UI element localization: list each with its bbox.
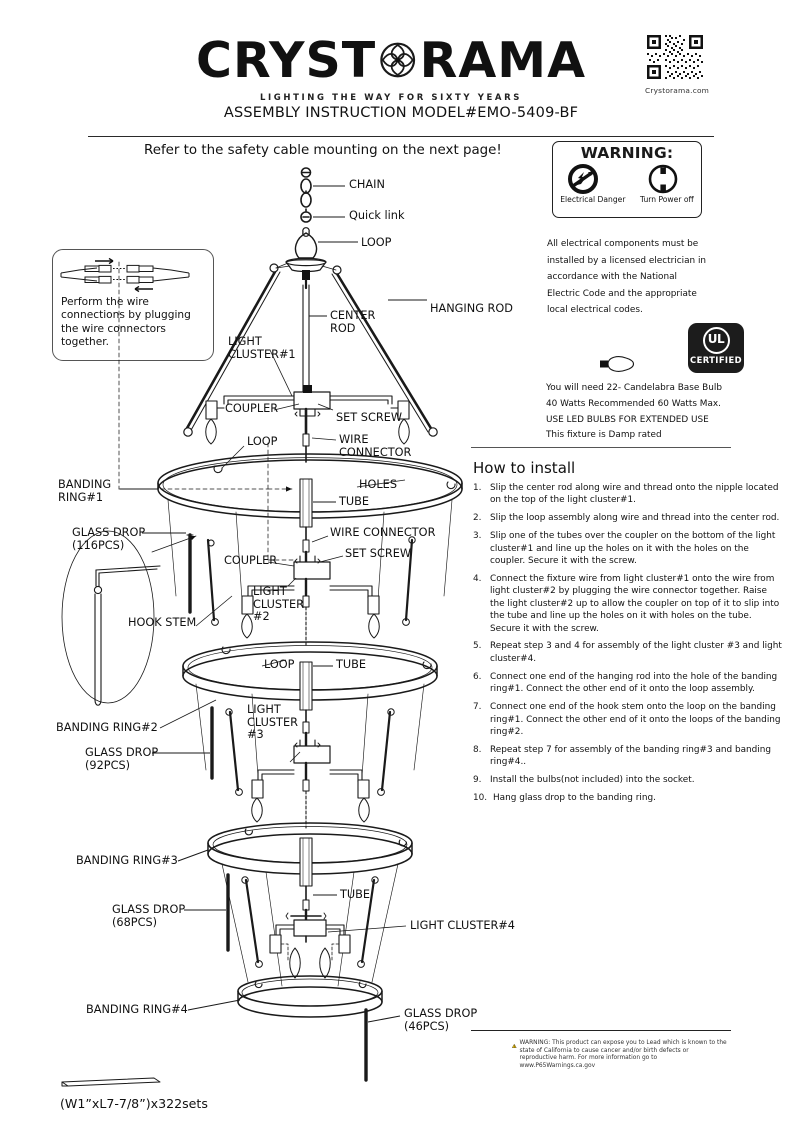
label-coupler-2: COUPLER	[224, 554, 278, 567]
bulb-specification: You will need 22- Candelabra Base Bulb 4…	[546, 381, 746, 444]
label-tube-1: TUBE	[339, 495, 370, 508]
crystorama-emblem-icon	[380, 42, 416, 78]
label-loop-ring2: LOOP	[264, 658, 295, 671]
list-item: 1. Slip the center rod along wire and thr…	[473, 482, 783, 507]
brand-logo: CRYST RAMA LIGHTING THE WAY FOR SIXTY YE…	[196, 31, 586, 104]
label-glass-drop-3: GLASS DROP (68PCS)	[112, 903, 186, 929]
label-set-screw-1: SET SCREW	[336, 411, 403, 424]
ul-mark: UL	[702, 327, 730, 354]
step-text: Connect one end of the hanging rod into …	[490, 671, 778, 695]
warning-title: WARNING:	[580, 144, 674, 162]
label-chain: CHAIN	[349, 178, 385, 191]
model-number-line: ASSEMBLY INSTRUCTION MODEL#EMO-5409-BF	[223, 105, 579, 121]
label-hook-stem: HOOK STEM	[128, 616, 197, 629]
list-item: 5. Repeat step 3 and 4 for assembly of th…	[473, 640, 783, 665]
bulb-spec-line-1: You will need 22- Candelabra Base Bulb	[546, 383, 722, 393]
label-wire-connector-1: WIRE CONNECTOR	[339, 433, 412, 459]
label-coupler-1: COUPLER	[225, 402, 279, 415]
step-text: Slip the loop assembly along wire and th…	[490, 513, 780, 524]
turn-power-off-icon	[648, 164, 678, 194]
label-tube-3: TUBE	[340, 888, 371, 901]
bulb-spec-line-4: This fixture is Damp rated	[546, 430, 662, 441]
step-number: 6.	[473, 671, 482, 682]
electrical-warning-paragraph: All electrical components must be instal…	[547, 239, 707, 315]
ul-label: CERTIFIED	[690, 355, 742, 365]
label-banding-ring-4: BANDING RING#4	[86, 1003, 188, 1016]
step-text: Connect one end of the hook stem onto th…	[490, 702, 781, 737]
label-hanging-rod: HANGING ROD	[430, 302, 513, 315]
label-glass-drop-1: GLASS DROP (116PCS)	[72, 526, 146, 552]
step-number: 8.	[473, 744, 482, 755]
step-number: 5.	[473, 641, 482, 652]
step-number: 1.	[473, 483, 482, 493]
step-text: Hang glass drop to the banding ring.	[493, 793, 656, 804]
header-divider	[88, 136, 714, 137]
glass-drop-dimensions: (W1”xL7-7/8”)x322sets	[60, 1096, 208, 1111]
bulb-spec-line-3: USE LED BULBS FOR EXTENDED USE	[546, 414, 709, 425]
list-item: 9. Install the bulbs(not included) into t…	[473, 774, 783, 786]
footer-divider	[471, 1030, 731, 1031]
label-light-cluster-3: LIGHT CLUSTER #3	[247, 703, 298, 742]
brand-tagline: LIGHTING THE WAY FOR SIXTY YEARS	[260, 93, 522, 103]
step-number: 3.	[473, 531, 482, 542]
step-text: Repeat step 7 for assembly of the bandin…	[490, 744, 772, 768]
safety-cable-note: Refer to the safety cable mounting on th…	[144, 143, 502, 158]
step-text: Connect the fixture wire from light clus…	[490, 573, 780, 634]
label-set-screw-2: SET SCREW	[345, 547, 412, 560]
label-wire-connector-2: WIRE CONNECTOR	[330, 526, 436, 539]
brand-text-left: CRYST	[196, 31, 377, 89]
step-number: 4.	[473, 573, 482, 584]
list-item: 4. Connect the fixture wire from light cl…	[473, 573, 783, 635]
instructions-divider	[471, 447, 731, 448]
label-banding-ring-3: BANDING RING#3	[76, 854, 178, 867]
installation-steps-list: 1. Slip the center rod along wire and thr…	[473, 482, 783, 810]
qr-caption: Crystorama.com	[645, 86, 710, 95]
label-light-cluster-2: LIGHT CLUSTER #2	[253, 585, 304, 624]
qr-code-block: Crystorama.com	[645, 33, 710, 95]
label-center-rod: CENTER ROD	[330, 309, 376, 335]
list-item: 6. Connect one end of the hanging rod int…	[473, 671, 783, 696]
step-number: 7.	[473, 702, 482, 713]
step-text: Slip the center rod along wire and threa…	[490, 483, 779, 506]
ul-certified-icon: UL CERTIFIED	[688, 323, 744, 373]
label-light-cluster-1: LIGHT CLUSTER#1	[228, 335, 296, 361]
brand-text-right: RAMA	[419, 31, 586, 89]
label-glass-drop-2: GLASS DROP (92PCS)	[85, 746, 159, 772]
step-text: Install the bulbs(not included) into the…	[490, 775, 695, 786]
label-banding-ring-2: BANDING RING#2	[56, 721, 158, 734]
step-text: Repeat step 3 and 4 for assembly of the …	[490, 641, 782, 664]
list-item: 3. Slip one of the tubes over the coupler…	[473, 530, 783, 567]
list-item: 8. Repeat step 7 for assembly of the band…	[473, 744, 783, 769]
label-quick-link: Quick link	[349, 209, 405, 222]
label-loop-top: LOOP	[361, 236, 392, 249]
prop65-warning: WARNING: This product can expose you to …	[512, 1040, 727, 1070]
label-banding-ring-1: BANDING RING#1	[58, 478, 112, 504]
label-holes: HOLES	[359, 478, 397, 491]
wire-connection-callout: Perform the wire connections by plugging…	[52, 249, 214, 361]
warning-box: WARNING: Electrical Danger Turn Power of…	[552, 141, 702, 218]
list-item: 7. Connect one end of the hook stem onto …	[473, 701, 783, 738]
how-to-install-title: How to install	[473, 459, 576, 477]
label-glass-drop-4: GLASS DROP (46PCS)	[404, 1007, 478, 1033]
prop65-text: WARNING: This product can expose you to …	[519, 1040, 727, 1069]
step-number: 9.	[473, 775, 482, 786]
qr-code-icon	[645, 33, 705, 85]
candelabra-bulb-icon	[600, 356, 635, 372]
no-electrical-danger-icon	[568, 164, 599, 194]
list-item: 10. Hang glass drop to the banding ring.	[473, 792, 783, 804]
warning-triangle-icon	[512, 1043, 517, 1048]
label-loop-ring1: LOOP	[247, 435, 278, 448]
step-text: Slip one of the tubes over the coupler o…	[490, 531, 776, 567]
step-number: 2.	[473, 513, 482, 524]
label-light-cluster-4: LIGHT CLUSTER#4	[410, 919, 515, 932]
warning-caption-right: Turn Power off	[639, 195, 694, 204]
wire-connector-pair-icon	[60, 257, 190, 293]
wire-callout-text: Perform the wire connections by plugging…	[61, 296, 191, 349]
list-item: 2. Slip the loop assembly along wire and …	[473, 512, 783, 524]
step-number: 10.	[473, 793, 488, 804]
bulb-spec-line-2: 40 Watts Recommended 60 Watts Max.	[546, 398, 721, 409]
warning-caption-left: Electrical Danger	[560, 195, 626, 204]
label-tube-2: TUBE	[336, 658, 367, 671]
